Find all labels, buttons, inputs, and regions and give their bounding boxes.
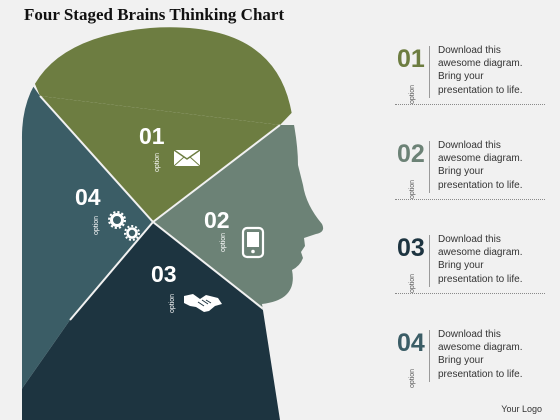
- logo-text: Your Logo: [501, 404, 542, 414]
- segment-divider-line: [69, 221, 154, 321]
- item-description: Download this awesome diagram. Bring you…: [438, 45, 523, 96]
- segment-01-option: option: [154, 153, 161, 172]
- segment-03-option: option: [169, 294, 176, 313]
- page-title: Four Staged Brains Thinking Chart: [24, 5, 285, 24]
- divider: [429, 46, 430, 98]
- item-number: 04: [397, 329, 425, 357]
- gears-icon: [108, 211, 140, 241]
- segment-divider-line: [39, 95, 154, 223]
- dotted-separator: [395, 104, 545, 105]
- list-item-01: 01 option Download this awesome diagram.…: [395, 44, 555, 108]
- segment-02-number: 02: [204, 207, 230, 233]
- dotted-separator: [395, 293, 545, 294]
- segment-04-shape: [21, 40, 153, 420]
- item-option: option: [409, 84, 416, 104]
- item-description: Download this awesome diagram. Bring you…: [438, 329, 523, 380]
- envelope-icon: [173, 149, 201, 167]
- segment-04-option: option: [93, 216, 100, 235]
- dotted-separator: [395, 199, 545, 200]
- item-description: Download this awesome diagram. Bring you…: [438, 234, 523, 285]
- segment-01-number: 01: [139, 123, 165, 149]
- item-option: option: [409, 368, 416, 388]
- item-option: option: [409, 273, 416, 293]
- segment-04-number: 04: [75, 184, 101, 210]
- divider: [429, 141, 430, 193]
- divider: [429, 235, 430, 287]
- segment-02-shape: [153, 125, 324, 420]
- mobile-phone-icon: [241, 226, 265, 259]
- item-number: 03: [397, 234, 425, 262]
- segment-03-number: 03: [151, 261, 177, 287]
- segment-01-shape: [40, 96, 280, 222]
- list-item-04: 04 option Download this awesome diagram.…: [395, 328, 555, 392]
- item-number: 01: [397, 45, 425, 73]
- segment-divider-line: [152, 124, 281, 223]
- divider: [429, 330, 430, 382]
- handshake-icon: [184, 294, 222, 312]
- segment-02-option: option: [220, 233, 227, 252]
- item-description: Download this awesome diagram. Bring you…: [438, 140, 523, 191]
- list-item-02: 02 option Download this awesome diagram.…: [395, 139, 555, 203]
- item-option: option: [409, 179, 416, 199]
- item-number: 02: [397, 140, 425, 168]
- list-item-03: 03 option Download this awesome diagram.…: [395, 233, 555, 297]
